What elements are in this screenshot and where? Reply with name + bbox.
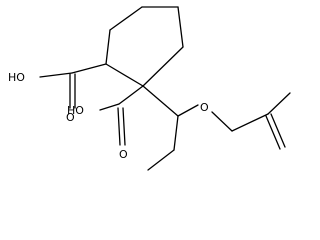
- double-bond-carbonyl: [117, 107, 121, 146]
- hydroxyl-label-left: HO: [8, 71, 25, 84]
- ring-bond: [142, 46, 184, 87]
- bond-carbon-to-hydroxyl: [99, 103, 120, 111]
- bond-carbon-to-hydroxyl: [39, 72, 73, 78]
- carbonyl-oxygen-label-left: O: [66, 111, 75, 124]
- ether-oxygen-label: O: [200, 101, 209, 114]
- bond-ring-to-carboxyl-carbon: [118, 85, 144, 105]
- bond-methylene-to-alkene-carbon: [231, 113, 269, 132]
- ring-bond: [109, 6, 143, 31]
- bond-methine-to-ether-oxygen: [177, 104, 199, 117]
- double-bond-terminal-alkene: [270, 113, 286, 148]
- bond-alkene-carbon-to-methyl: [267, 92, 291, 115]
- double-bond-carbonyl: [122, 107, 126, 146]
- bond-ethyl-to-methyl: [147, 149, 175, 171]
- ring-bond: [105, 63, 144, 87]
- ring-bond: [105, 29, 111, 65]
- molecule-structure-diagram: HO O HO O O: [8, 6, 291, 171]
- cyclohexane-ring: [105, 6, 184, 87]
- bond-ring-to-methine: [142, 85, 179, 117]
- bond-methine-to-ethyl: [173, 115, 179, 151]
- ring-bond: [177, 6, 184, 48]
- double-bond-terminal-alkene: [265, 115, 281, 150]
- bond-ring-to-carboxyl-carbon: [71, 63, 107, 74]
- carbonyl-oxygen-label-right: O: [119, 148, 128, 161]
- side-chain: O: [142, 85, 291, 171]
- bond-ether-oxygen-to-methylene: [211, 111, 233, 132]
- left-carboxyl-group: HO O: [8, 63, 107, 124]
- right-carboxyl-group: HO O: [67, 85, 144, 161]
- hydroxyl-label-right: HO: [67, 104, 84, 117]
